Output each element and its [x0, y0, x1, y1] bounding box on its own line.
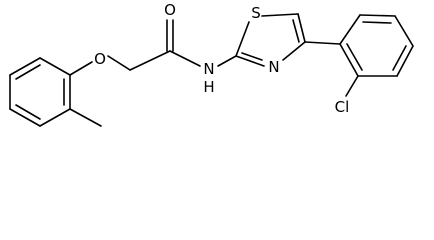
- bond: [359, 14, 396, 17]
- bond: [261, 13, 299, 17]
- tolyl-ring-bonds: [9, 57, 102, 127]
- atom-label-hydrogen-amide: H: [203, 78, 214, 96]
- atom-label-sulfur: S: [251, 4, 261, 22]
- bond: [9, 108, 41, 127]
- double-bond-inner: [346, 43, 363, 71]
- atom-label-nitrogen-amide: N: [203, 60, 214, 78]
- bond: [107, 55, 131, 71]
- bond: [345, 75, 359, 97]
- double-bond-inner: [241, 52, 263, 61]
- bond: [39, 57, 71, 76]
- bond: [217, 55, 237, 67]
- chlorophenyl-ring-bonds: [304, 14, 414, 97]
- methyl-bond: [69, 108, 102, 127]
- atom-label-nitrogen-ring: N: [268, 58, 279, 76]
- bond: [129, 50, 171, 71]
- bond: [304, 41, 341, 45]
- bond: [394, 15, 414, 47]
- bond: [297, 13, 306, 43]
- bond: [69, 61, 93, 76]
- atom-label-oxygen-carbonyl: O: [164, 1, 176, 19]
- bond: [282, 41, 306, 61]
- double-bond-inner: [292, 19, 300, 43]
- bond: [235, 21, 250, 57]
- bond: [39, 108, 71, 127]
- molecule-structure-diagram: O O N H S N Cl: [9, 1, 414, 127]
- atom-label-chlorine: Cl: [335, 98, 350, 116]
- bond: [235, 55, 265, 67]
- double-bond-inner: [362, 21, 392, 24]
- bond: [9, 57, 41, 76]
- linker-bonds: [69, 19, 237, 76]
- bond: [339, 14, 361, 45]
- atom-labels: O O N H S N Cl: [94, 1, 349, 116]
- double-bond-inner: [392, 45, 407, 71]
- double-bond-inner: [15, 64, 41, 80]
- atom-label-oxygen-ether: O: [94, 50, 106, 68]
- bond: [169, 50, 201, 67]
- bond: [396, 45, 414, 77]
- bond: [339, 43, 359, 77]
- thiazole-ring-bonds: [235, 13, 306, 67]
- double-bond-inner: [15, 104, 41, 120]
